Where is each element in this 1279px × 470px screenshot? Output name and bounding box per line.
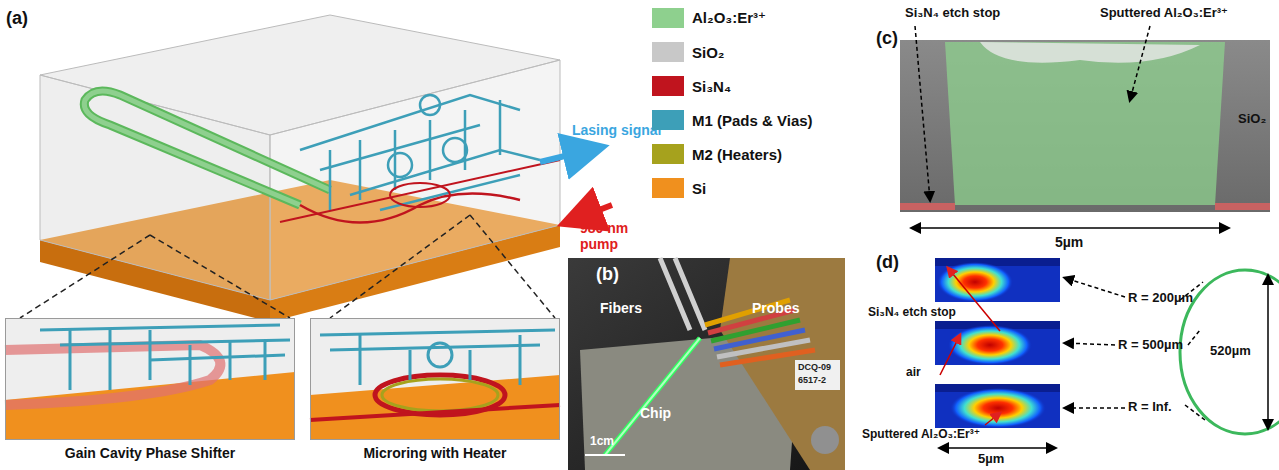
part-label: Si₃N₄ etch stop <box>868 306 956 320</box>
part-label: Fibers <box>600 300 642 316</box>
legend-swatch <box>652 76 684 96</box>
part-label: Si₃N₄ etch stop <box>905 6 1000 21</box>
part-label: Sputtered Al₂O₃:Er³⁺ <box>1100 6 1228 21</box>
legend-text: SiO₂ <box>692 44 725 61</box>
legend-row: M1 (Pads & Vias) <box>652 110 813 130</box>
legend-text: Al₂O₃:Er³⁺ <box>692 9 766 27</box>
legend-row: Al₂O₃:Er³⁺ <box>652 8 766 28</box>
legend-text: M1 (Pads & Vias) <box>692 112 813 129</box>
legend-swatch <box>652 8 684 28</box>
signal-label: 980 nm pump <box>580 220 640 252</box>
radius-label: R = Inf. <box>1128 400 1172 415</box>
probe-tag: 6517-2 <box>798 375 826 385</box>
radius-label: R = 500µm <box>1118 338 1183 353</box>
inset-caption: Gain Cavity Phase Shifter <box>6 445 294 461</box>
legend-row: Si₃N₄ <box>652 76 731 96</box>
probe-tag: DCQ-09 <box>798 362 831 372</box>
legend-text: Si₃N₄ <box>692 78 731 95</box>
legend-row: SiO₂ <box>652 42 725 62</box>
inset-box: Gain Cavity Phase Shifter <box>5 318 295 440</box>
panel-letter: (a) <box>6 8 28 29</box>
inset-box: Microring with Heater <box>310 318 560 440</box>
signal-label: Lasing signal <box>572 122 661 138</box>
scale-label: 5µm <box>978 452 1004 467</box>
legend-row: Si <box>652 178 706 198</box>
part-label: Sputtered Al₂O₃:Er³⁺ <box>862 428 980 442</box>
legend-swatch <box>652 144 684 164</box>
legend-text: Si <box>692 180 706 197</box>
panel-letter: (b) <box>596 264 619 285</box>
panel-letter: (d) <box>876 252 899 273</box>
legend-text: M2 (Heaters) <box>692 146 782 163</box>
legend-row: M2 (Heaters) <box>652 144 782 164</box>
legend-swatch <box>652 178 684 198</box>
scale-label: 1cm <box>590 435 614 449</box>
legend-swatch <box>652 110 684 130</box>
panel-letter: (c) <box>876 28 898 49</box>
part-label: SiO₂ <box>1238 112 1266 127</box>
part-label: Chip <box>640 405 671 421</box>
part-label: air <box>906 366 921 380</box>
radius-label: R = 200µm <box>1128 291 1193 306</box>
scale-label: 5µm <box>1055 234 1083 250</box>
part-label: Probes <box>752 300 799 316</box>
inset-caption: Microring with Heater <box>311 445 559 461</box>
legend-swatch <box>652 42 684 62</box>
dimension-label: 520µm <box>1210 344 1251 359</box>
